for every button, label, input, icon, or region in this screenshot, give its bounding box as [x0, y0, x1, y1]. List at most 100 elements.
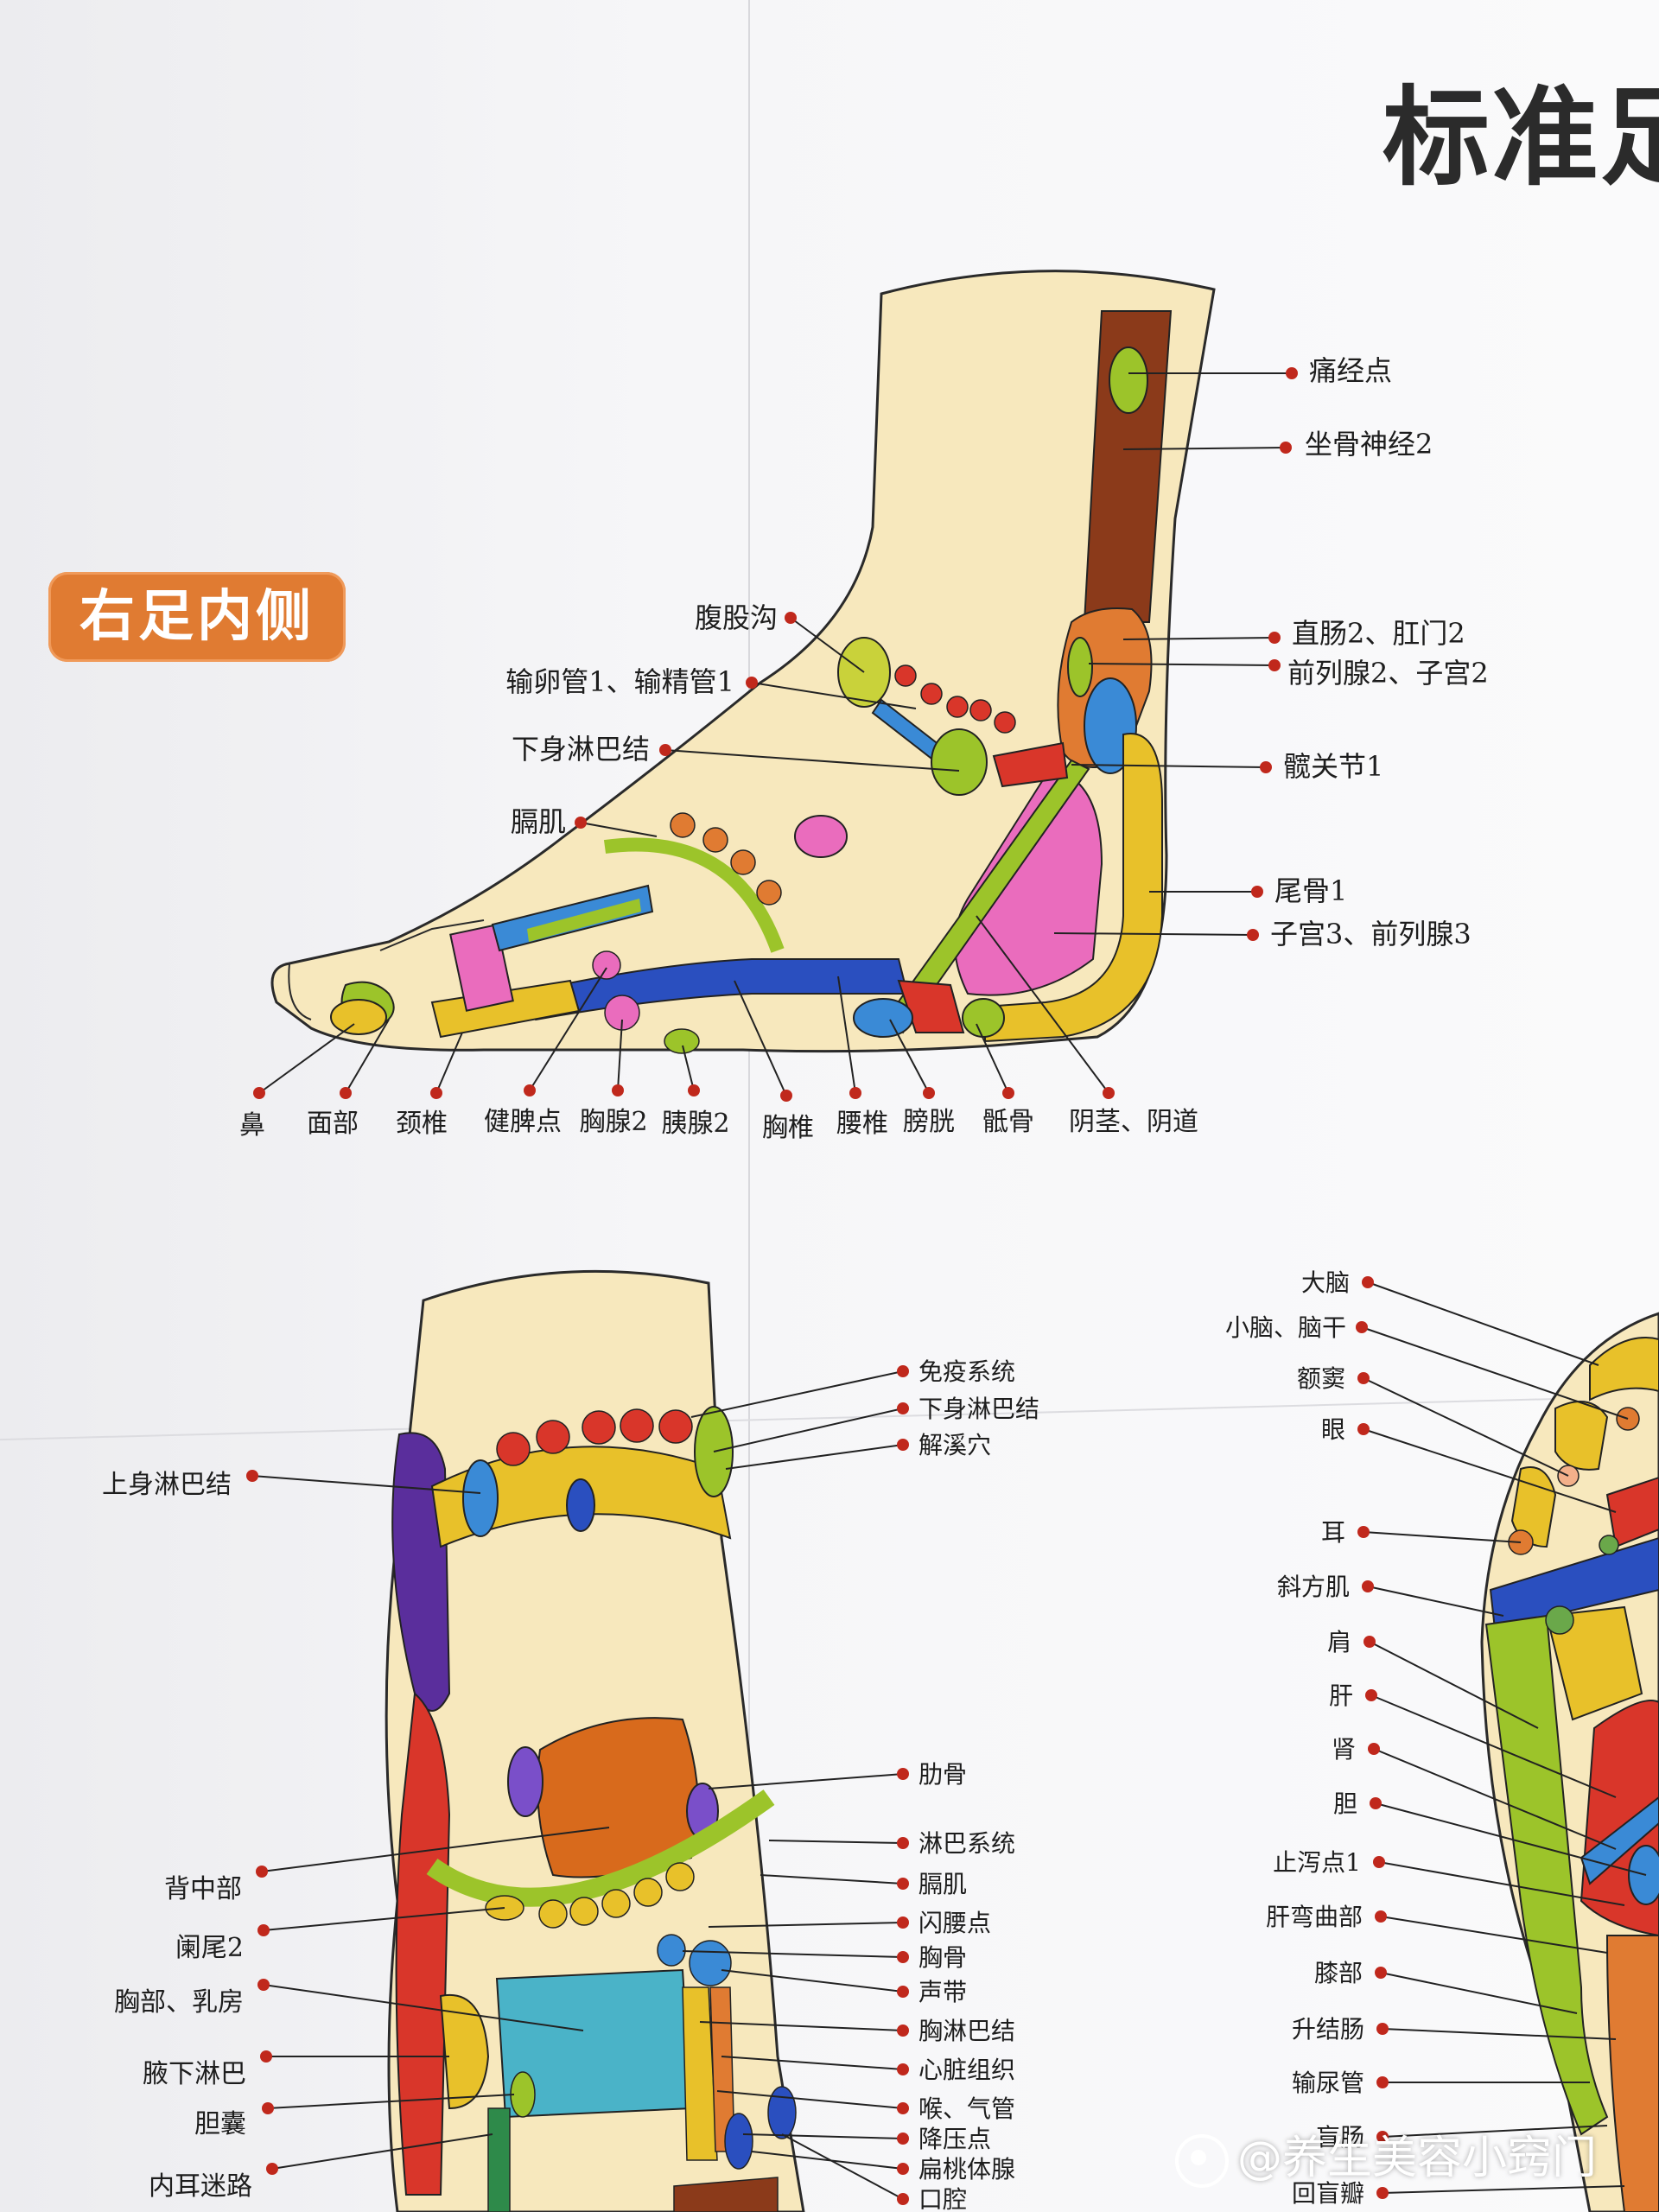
label-ileocecal: 回盲瓣 — [1292, 2179, 1364, 2208]
label-axilla: 腋下淋巴 — [143, 2059, 246, 2089]
label-sternum: 胸骨 — [918, 1943, 967, 1972]
label-gall: 胆 — [1333, 1789, 1357, 1818]
hip-joint-band — [992, 741, 1069, 788]
label-groin: 腹股沟 — [695, 601, 778, 634]
mouth-spot — [767, 2086, 797, 2139]
spleen-point — [592, 950, 621, 980]
dot-row-orange — [670, 812, 782, 906]
sinus-area — [1554, 1401, 1609, 1471]
diaphragm-curve — [603, 837, 785, 953]
label-lumbar: 腰椎 — [836, 1109, 888, 1139]
ureter-band — [1484, 1614, 1609, 2136]
label-spleen-point: 健脾点 — [484, 1107, 562, 1137]
label-tonsil: 扁桃体腺 — [918, 2155, 1015, 2183]
label-bladder: 膀胱 — [903, 1107, 955, 1137]
trapezius-band — [1489, 1536, 1659, 1630]
sole-right-labels: 免疫系统 下身淋巴结 解溪穴 肋骨 淋巴系统 膈肌 闪腰点 胸骨 声带 胸淋巴结… — [918, 1357, 1039, 2212]
medial-foot-figure — [270, 270, 1216, 1054]
shoulder-area — [1545, 1605, 1643, 1721]
axilla-spot — [439, 1993, 490, 2110]
label-ureter: 输尿管 — [1292, 2069, 1364, 2097]
label-liver: 肝 — [1329, 1681, 1353, 1710]
far-right-leader-lines — [1361, 1281, 1647, 2194]
label-kidney: 肾 — [1332, 1735, 1356, 1764]
label-back-middle: 背中部 — [164, 1874, 242, 1904]
sole-red-dots — [496, 1408, 693, 1466]
red-strip — [395, 1692, 451, 2196]
label-lymph-system: 淋巴系统 — [918, 1829, 1015, 1858]
rib-spot-left — [507, 1746, 543, 1817]
label-diaphragm: 膈肌 — [511, 805, 566, 838]
label-thymus: 胸腺2 — [579, 1107, 647, 1137]
label-shoulder: 肩 — [1327, 1628, 1351, 1656]
label-face: 面部 — [307, 1109, 359, 1139]
app-logo-icon — [1175, 2134, 1229, 2188]
label-vocal: 声带 — [918, 1978, 967, 2006]
label-eye: 眼 — [1321, 1415, 1345, 1444]
label-hip: 髋关节1 — [1283, 750, 1383, 783]
far-right-label-dots — [1356, 1276, 1389, 2199]
label-cerebellum: 小脑、脑干 — [1225, 1313, 1346, 1342]
dysmenorrhea-spot — [1109, 346, 1148, 414]
label-thoracic: 胸椎 — [762, 1113, 814, 1143]
sciatic-strip — [1083, 310, 1173, 623]
label-sciatic: 坐骨神经2 — [1305, 428, 1433, 461]
top-right-labels: 痛经点 坐骨神经2 直肠2、肛门2 前列腺2、子宫2 髋关节1 尾骨1 子宫3、… — [1270, 354, 1489, 950]
label-immune: 免疫系统 — [918, 1357, 1015, 1386]
right-partial-foot — [1480, 1312, 1659, 2212]
label-prostate: 前列腺2、子宫2 — [1287, 657, 1489, 690]
label-lower-lymph-2: 下身淋巴结 — [918, 1395, 1039, 1423]
shoulder-dot — [1545, 1605, 1574, 1635]
toe-crease — [379, 919, 485, 951]
lymph-curve — [426, 1789, 775, 1907]
label-knee: 膝部 — [1314, 1959, 1363, 1987]
inner-ear-bar — [487, 2107, 511, 2212]
label-inner-ear: 内耳迷路 — [149, 2171, 252, 2202]
label-bp-point: 降压点 — [918, 2125, 991, 2153]
label-jiexi: 解溪穴 — [918, 1431, 991, 1459]
label-throat: 喉、气管 — [918, 2094, 1015, 2123]
label-nose: 鼻 — [239, 1110, 265, 1141]
sole-leader-lines — [251, 1370, 904, 2200]
sacrum-spot — [962, 998, 1005, 1038]
top-bottom-labels: 鼻 面部 颈椎 健脾点 胸腺2 胰腺2 胸椎 腰椎 膀胱 骶骨 阴茎、阴道 — [239, 1107, 1198, 1143]
watermark: @养生美容小窍门 — [1175, 2121, 1597, 2188]
label-oviduct: 输卵管1、输精管1 — [505, 665, 734, 698]
dot-row-red — [894, 664, 1016, 734]
medial-foot-outline — [270, 270, 1216, 1053]
toe-line — [288, 963, 312, 1020]
bladder-spot — [853, 998, 913, 1038]
label-ascending-colon: 升结肠 — [1292, 2015, 1364, 2044]
poster-fold-vertical — [748, 0, 750, 2212]
mid-pink-spot — [794, 815, 848, 858]
bottom-brown-bar — [673, 2177, 779, 2212]
sole-left-labels: 上身淋巴结 背中部 阑尾2 胸部、乳房 腋下淋巴 胆囊 内耳迷路 — [102, 1470, 252, 2202]
top-leader-lines — [258, 372, 1292, 1096]
label-uterus: 子宫3、前列腺3 — [1270, 918, 1471, 950]
sole-label-dots — [246, 1365, 909, 2205]
eye-area — [1605, 1476, 1659, 1548]
watermark-text: @养生美容小窍门 — [1237, 2133, 1598, 2184]
brain-area — [1589, 1337, 1659, 1402]
label-lower-lymph: 下身淋巴结 — [512, 733, 650, 766]
top-label-dots — [253, 367, 1298, 1102]
nose-spot — [330, 999, 387, 1035]
label-chest: 胸部、乳房 — [114, 1987, 244, 2018]
label-genital: 阴茎、阴道 — [1069, 1107, 1198, 1137]
thymus-strip — [449, 923, 514, 1012]
sole-yellow-dots — [538, 1862, 695, 1929]
kidney-band — [1580, 1796, 1659, 1885]
label-ear: 耳 — [1321, 1518, 1345, 1547]
label-dysmenorrhea: 痛经点 — [1309, 354, 1392, 387]
label-upper-lymph: 上身淋巴结 — [102, 1470, 232, 1500]
gallbladder-spot — [510, 2071, 536, 2118]
label-coccyx: 尾骨1 — [1274, 874, 1347, 907]
label-cerebrum: 大脑 — [1301, 1268, 1350, 1297]
neck-dot — [1599, 1535, 1619, 1555]
label-diaphragm-2: 膈肌 — [918, 1870, 967, 1898]
label-pancreas: 胰腺2 — [661, 1109, 729, 1139]
pancreas-point — [664, 1028, 700, 1054]
tonsil-spot — [724, 2113, 753, 2170]
